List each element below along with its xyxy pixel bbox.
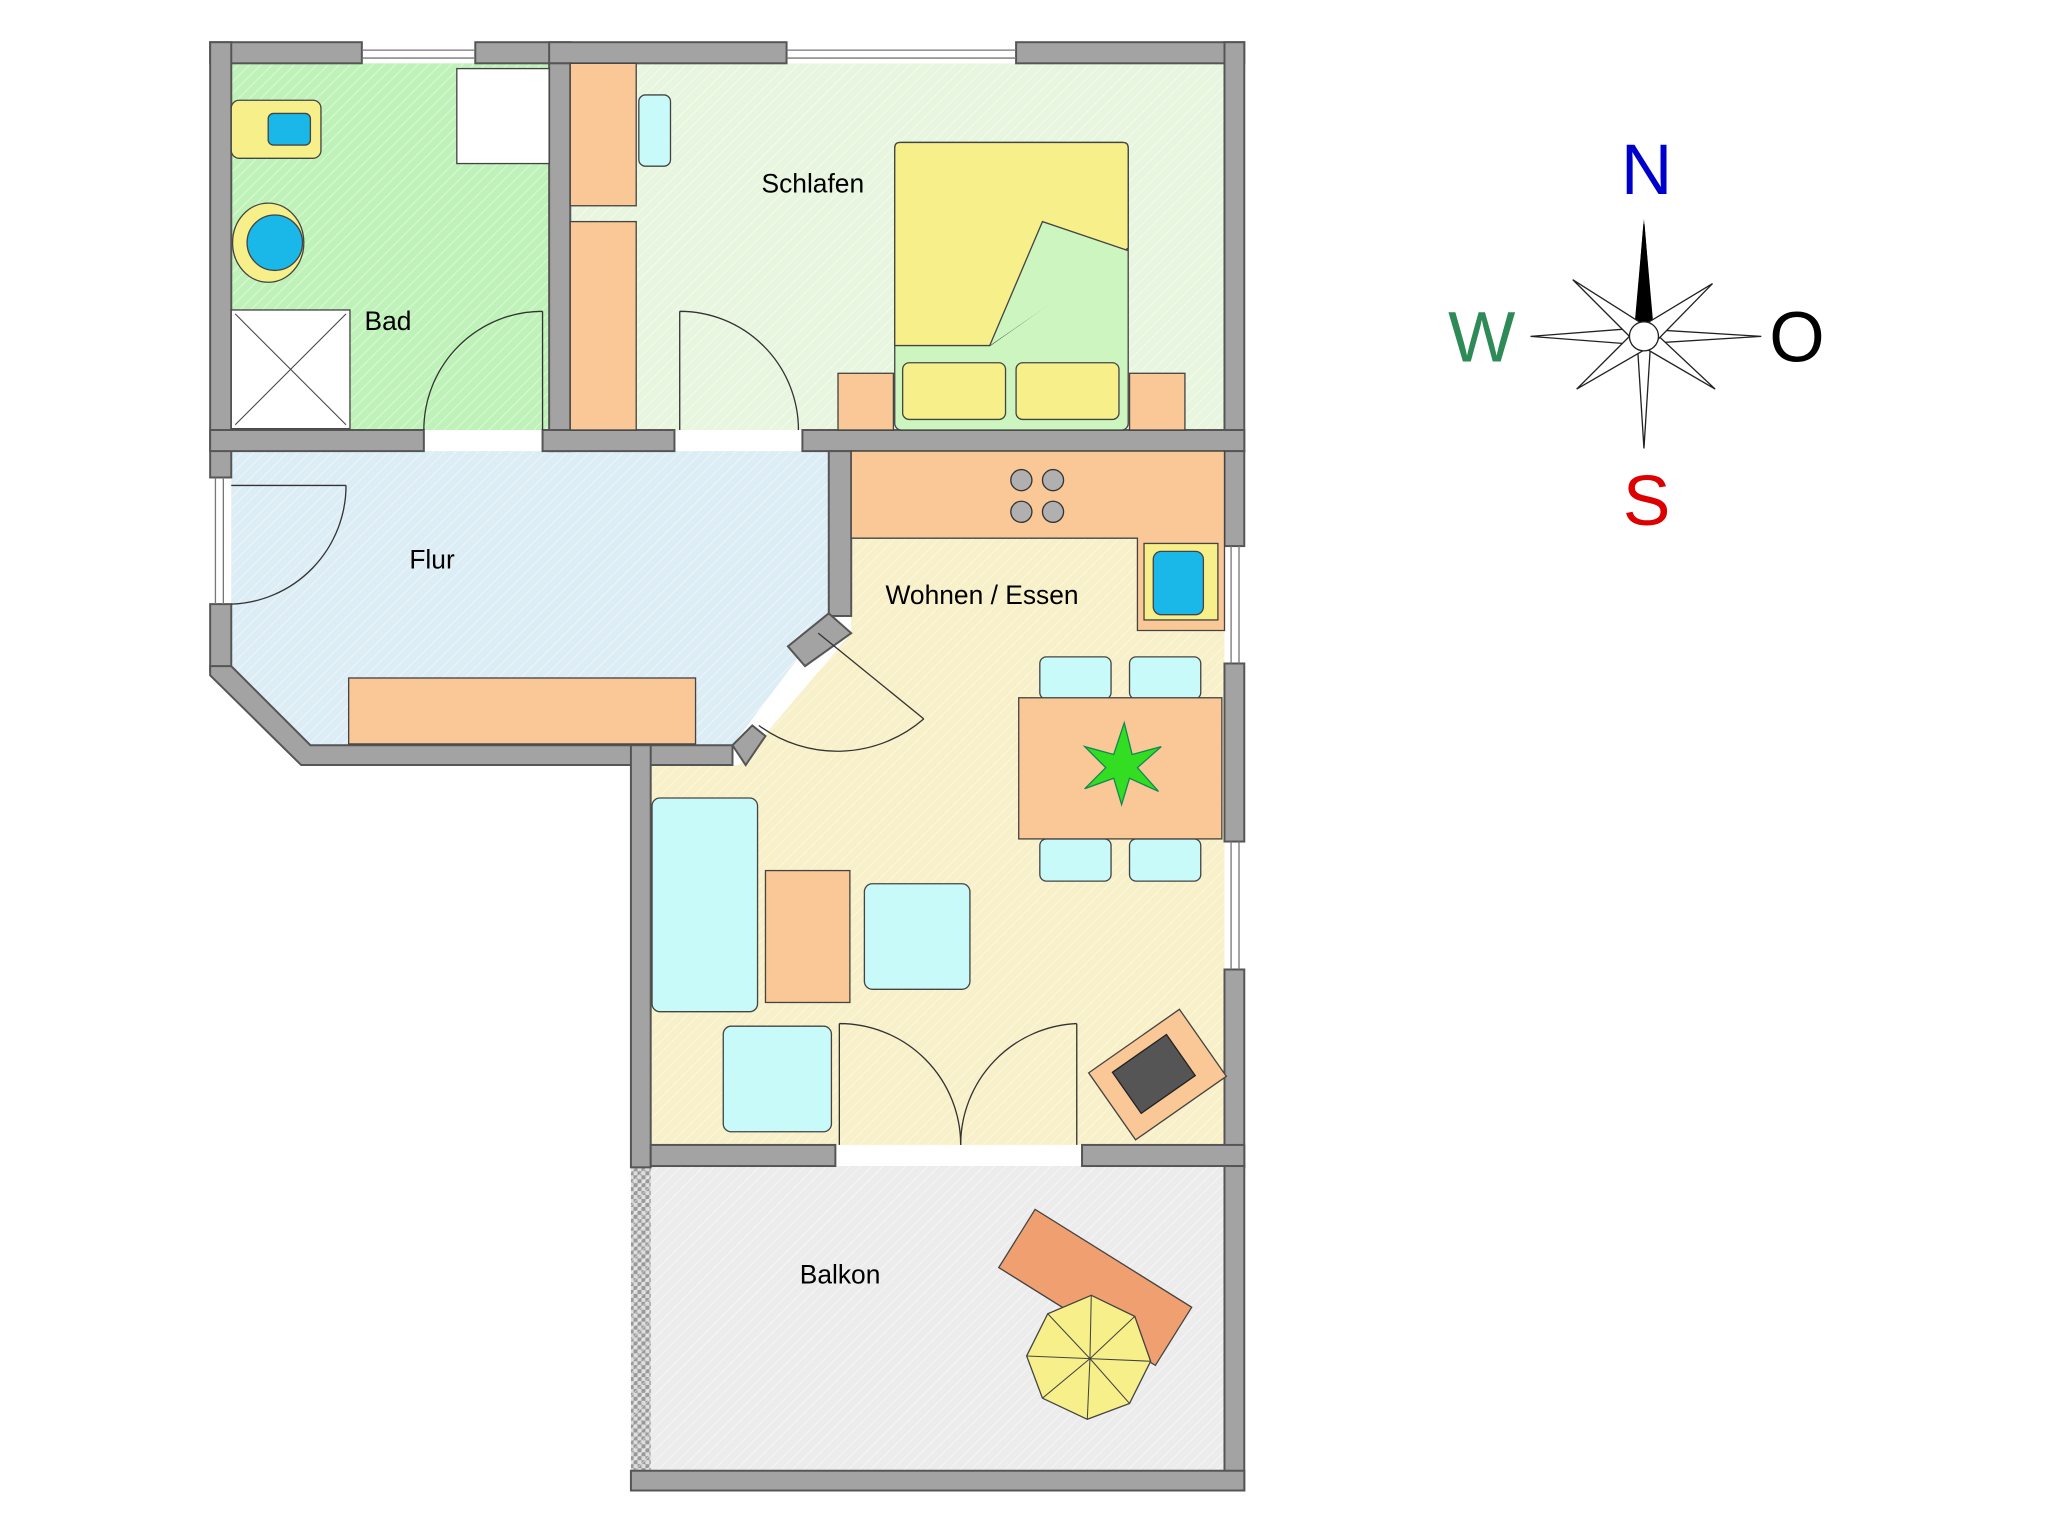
compass-east: O	[1769, 298, 1824, 377]
bathroom-fixtures	[230, 67, 550, 430]
room-label-wohnen: Wohnen / Essen	[886, 580, 1079, 610]
doors	[231, 310, 1078, 1145]
room-label-bad: Bad	[364, 306, 411, 336]
compass-west: W	[1448, 298, 1515, 377]
room-label-schlafen: Schlafen	[762, 169, 865, 199]
sofa	[651, 797, 759, 1013]
windows	[214, 49, 1240, 970]
armchair	[863, 883, 971, 990]
room-label-flur: Flur	[409, 545, 455, 575]
stove-icon	[1010, 468, 1065, 523]
room-label-balkon: Balkon	[800, 1259, 881, 1289]
plant-icon	[1082, 720, 1162, 807]
kitchen-sink-icon	[1152, 550, 1205, 616]
armchair	[722, 1025, 833, 1133]
compass-south: S	[1623, 462, 1671, 541]
hallway-cabinet	[347, 677, 697, 745]
walls	[209, 41, 1246, 1492]
compass-north: N	[1621, 131, 1672, 210]
tv-icon	[1087, 1008, 1228, 1141]
balcony-furniture	[997, 1208, 1193, 1421]
compass-rose-icon	[1530, 218, 1762, 449]
bedroom-furniture	[569, 62, 1186, 431]
living-furniture	[651, 450, 1228, 1141]
coffee-table	[764, 869, 851, 1004]
